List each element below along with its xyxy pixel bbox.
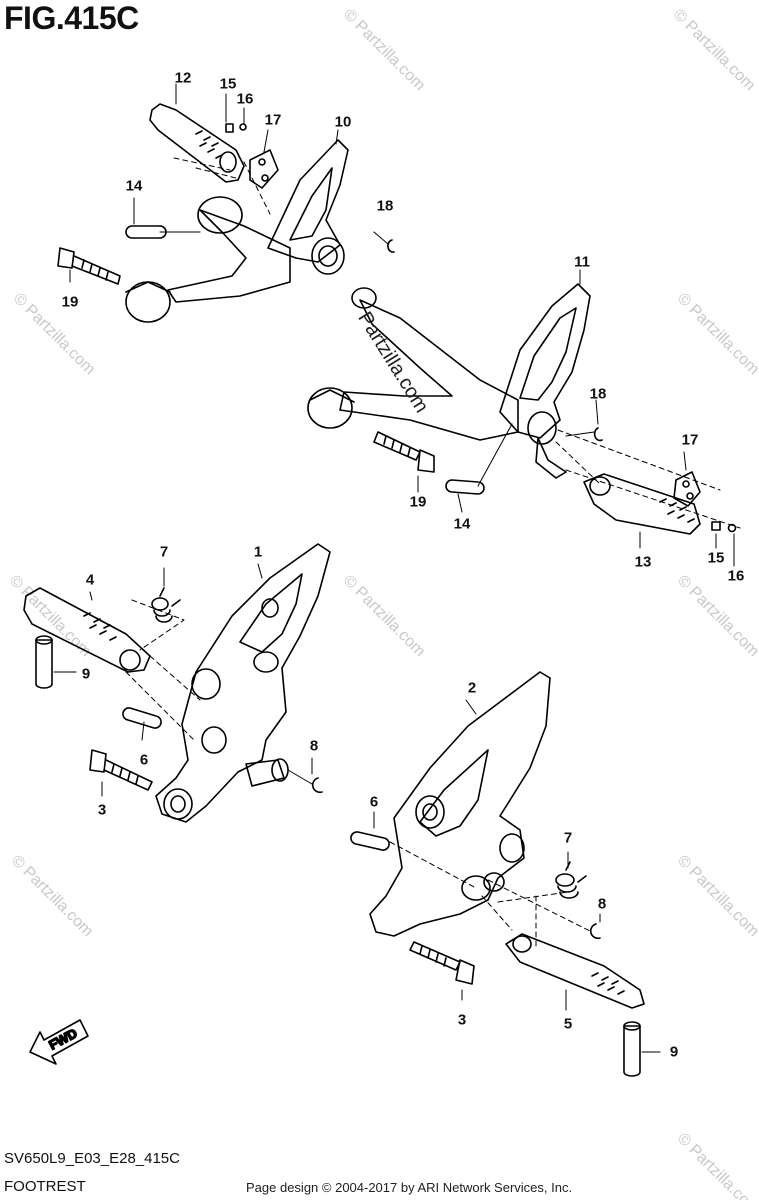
spring-7a <box>151 597 173 623</box>
bolt-3b <box>409 941 461 971</box>
spring-15b <box>711 521 721 531</box>
figure-code: SV650L9_E03_E28_415C <box>4 1150 180 1167</box>
bolt-3a <box>89 749 107 773</box>
callout-1: 1 <box>253 543 263 561</box>
bracket-2 <box>369 671 551 937</box>
bracket-11 <box>499 283 591 439</box>
bracket-2-boss <box>461 875 491 901</box>
bolt-19b <box>373 431 421 461</box>
plate-17b <box>673 471 701 507</box>
bracket-11-boss <box>527 411 557 445</box>
fwd-arrow-icon: FWD <box>29 1019 89 1065</box>
callout-16: 16 <box>236 90 254 108</box>
clip-8a <box>311 777 323 794</box>
callout-19: 19 <box>409 493 427 511</box>
callout-6: 6 <box>369 793 379 811</box>
spring-7b <box>555 873 579 899</box>
footpeg-4 <box>23 587 151 673</box>
figure-title: FIG.415C <box>4 0 139 36</box>
clip-18b <box>593 427 603 442</box>
callout-3: 3 <box>457 1011 467 1029</box>
footpeg-12-pivot <box>219 151 237 173</box>
pin-9b <box>623 1025 641 1077</box>
front-right-assembly <box>350 671 661 1077</box>
callout-3: 3 <box>97 801 107 819</box>
callout-7: 7 <box>563 829 573 847</box>
callout-17: 17 <box>264 111 282 129</box>
callout-4: 4 <box>85 571 95 589</box>
callout-7: 7 <box>159 543 169 561</box>
callout-14: 14 <box>125 177 143 195</box>
callout-17: 17 <box>681 431 699 449</box>
footpeg-5 <box>505 933 645 1009</box>
callout-14: 14 <box>453 515 471 533</box>
callout-12: 12 <box>174 69 192 87</box>
callout-15: 15 <box>707 549 725 567</box>
callout-8: 8 <box>597 895 607 913</box>
copyright-notice: Page design © 2004-2017 by ARI Network S… <box>246 1180 573 1195</box>
pin-6b <box>350 831 390 851</box>
callout-8: 8 <box>309 737 319 755</box>
callout-5: 5 <box>563 1015 573 1033</box>
rear-right-assembly <box>307 269 741 567</box>
callout-16: 16 <box>727 567 745 585</box>
callout-18: 18 <box>376 197 394 215</box>
bracket-1 <box>155 543 331 823</box>
callout-19: 19 <box>61 293 79 311</box>
callout-6: 6 <box>139 751 149 769</box>
pin-14a <box>125 225 167 239</box>
bracket-1-lower-boss <box>163 788 193 820</box>
footpeg-12 <box>149 103 245 183</box>
callout-11: 11 <box>574 253 590 271</box>
arm-11 <box>339 299 519 441</box>
callout-9: 9 <box>669 1043 679 1061</box>
figure-subtitle: FOOTREST <box>4 1178 86 1195</box>
bolt-19a <box>57 247 75 269</box>
footpeg-12-tread <box>195 130 223 159</box>
plate-17a <box>249 149 279 189</box>
callout-2: 2 <box>467 679 477 697</box>
clip-18a <box>387 239 395 253</box>
pin-6a <box>122 707 162 729</box>
pin-14b <box>445 479 485 495</box>
rear-left-assembly <box>57 83 395 323</box>
spring-15a <box>225 123 234 133</box>
pin-9a <box>35 639 53 689</box>
callout-13: 13 <box>634 553 652 571</box>
callout-15: 15 <box>219 75 237 93</box>
bracket-10 <box>267 139 349 263</box>
callout-18: 18 <box>589 385 607 403</box>
clip-8b <box>589 923 601 940</box>
callout-10: 10 <box>334 113 352 131</box>
ball-16a <box>239 123 247 131</box>
callout-9: 9 <box>81 665 91 683</box>
bracket-10-boss <box>311 237 345 275</box>
arm-10 <box>167 209 291 303</box>
front-left-assembly <box>23 543 331 823</box>
footpeg-13 <box>583 473 701 535</box>
ball-16b <box>727 523 737 533</box>
